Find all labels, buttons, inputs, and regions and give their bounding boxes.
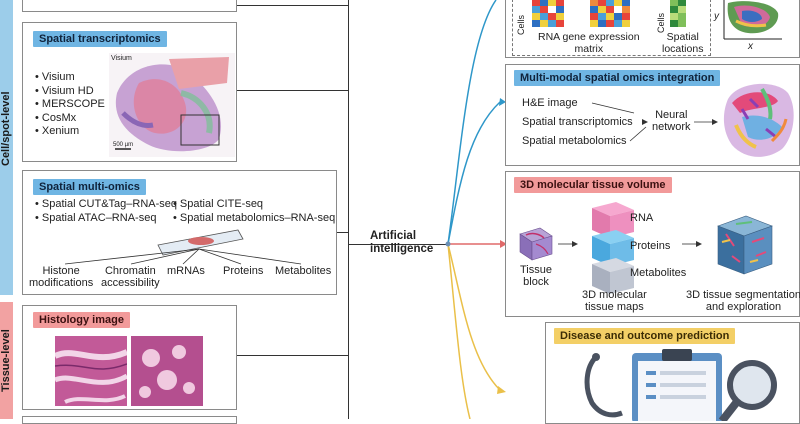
input-he-image: H&E image: [522, 97, 578, 109]
list-item: • Xenium: [35, 125, 80, 137]
integration-panel: Multi-modal spatial omics integration H&…: [505, 64, 800, 166]
visium-image-caption: Visium: [111, 55, 132, 62]
output-mrnas: mRNAs: [167, 265, 205, 277]
histology-panel: Histology image: [22, 305, 237, 410]
spatial-transcriptomics-list: • Visium • Visium HD • MERSCOPE • CosMx …: [35, 71, 105, 139]
hist-connector: [237, 355, 348, 356]
input-spatial-transcriptomics: Spatial transcriptomics: [522, 116, 633, 128]
list-item: • Spatial CUT&Tag–RNA-seq: [35, 198, 178, 210]
output-proteins: Proteins: [223, 265, 264, 277]
cell-level-label: Cell/spot-level: [0, 91, 12, 166]
mo-connector: [337, 232, 348, 233]
slide-fan-diagram: [64, 229, 302, 265]
histology-image-right: [131, 336, 203, 406]
multiomics-col2: • Spatial CITE-seq • Spatial metabolomic…: [173, 198, 335, 225]
matrix-caption: RNA gene expression matrix: [538, 31, 640, 55]
tissue-block-label: Tissue block: [520, 264, 552, 288]
list-item: • Visium: [35, 71, 75, 83]
molecular-maps-stack: [592, 202, 634, 294]
ai-label: Artificial intelligence: [370, 230, 434, 255]
output-histone: Histone modifications: [29, 265, 94, 289]
cells-axis-label: Cells: [516, 14, 526, 35]
spatial-transcriptomics-panel: Spatial transcriptomics • Visium • Visiu…: [22, 22, 237, 162]
list-item: • Spatial CITE-seq: [173, 198, 264, 210]
integration-title: Multi-modal spatial omics integration: [514, 70, 721, 86]
list-item: • Spatial ATAC–RNA-seq: [35, 211, 157, 224]
integrated-brain-image: [723, 83, 794, 157]
gene-expression-matrix-2: [590, 0, 630, 27]
integration-arrows: [591, 102, 718, 142]
segmentation-label: 3D tissue segmentation and exploration: [686, 289, 800, 313]
dashed-box: [512, 0, 711, 56]
segmentation-cube: [717, 215, 773, 275]
spatial-transcriptomics-title: Spatial transcriptomics: [33, 31, 167, 47]
axis-x-label: x: [748, 41, 753, 52]
scale-bar-label: 500 µm: [113, 142, 134, 148]
spatial-map-thumbnail: [723, 0, 782, 40]
collector-line: [348, 0, 349, 419]
neural-network-label: Neural network: [652, 109, 691, 133]
maps-label: 3D molecular tissue maps: [582, 289, 647, 313]
tissue-level-label: Tissue-level: [0, 329, 12, 392]
spatial-multiomics-panel: Spatial multi-omics • Spatial CUT&Tag–RN…: [22, 170, 337, 295]
top-cropped-panel: [22, 0, 237, 12]
spatial-multiomics-title: Spatial multi-omics: [33, 179, 146, 195]
layer-rna: RNA: [630, 212, 654, 224]
histology-title: Histology image: [33, 312, 130, 328]
st-connector: [237, 90, 348, 91]
input-spatial-metabolomics: Spatial metabolomics: [522, 135, 627, 147]
data-representation-panel: Cells RNA gene expression matrix Cells S…: [505, 0, 800, 58]
volume-arrows: [558, 241, 702, 247]
multiomics-col1: • Spatial CUT&Tag–RNA-seq • Spatial ATAC…: [35, 198, 177, 225]
tissue-level-bar: [0, 302, 13, 419]
gene-expression-matrix-1: [532, 0, 564, 27]
volume-panel: 3D molecular tissue volume Tissue block …: [505, 171, 800, 317]
tissue-block-cube: [519, 227, 553, 261]
ai-connector: [348, 244, 448, 245]
histology-image-left: [55, 336, 127, 406]
bottom-cropped-panel: [22, 416, 237, 424]
volume-title: 3D molecular tissue volume: [514, 177, 672, 193]
prediction-title: Disease and outcome prediction: [554, 328, 736, 344]
clipboard-stethoscope-illustration: [584, 349, 777, 421]
layer-proteins: Proteins: [630, 240, 671, 252]
cells-axis-label-2: Cells: [656, 12, 666, 33]
output-metabolites: Metabolites: [275, 265, 332, 277]
output-chromatin: Chromatin accessibility: [101, 265, 160, 289]
list-item: • MERSCOPE: [35, 98, 105, 110]
spatial-locations-matrix: [670, 0, 686, 27]
layer-metabolites: Metabolites: [630, 267, 687, 279]
spatial-locations-caption: Spatial locations: [662, 31, 704, 55]
cell-level-bar: [0, 0, 13, 295]
ai-fan-curves: [445, 0, 507, 419]
prediction-panel: Disease and outcome prediction: [545, 322, 800, 424]
list-item: • Spatial metabolomics–RNA-seq: [173, 211, 336, 224]
top-connector: [237, 5, 348, 6]
list-item: • CosMx: [35, 111, 77, 124]
visium-tissue-image: [109, 53, 235, 157]
list-item: • Visium HD: [35, 84, 94, 97]
axis-y-label: y: [714, 11, 719, 22]
